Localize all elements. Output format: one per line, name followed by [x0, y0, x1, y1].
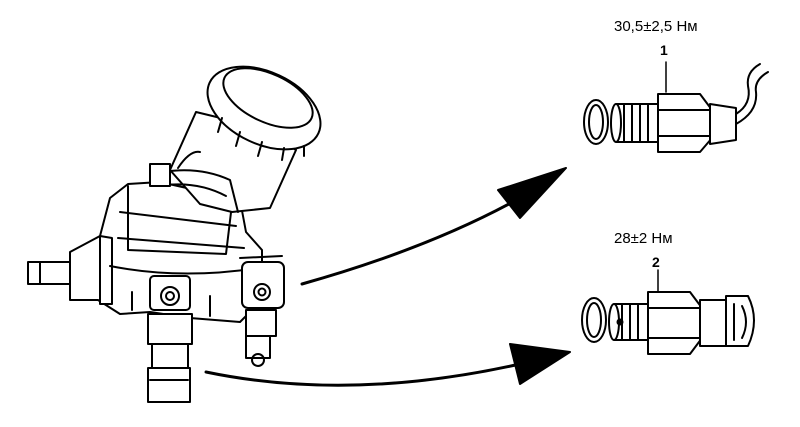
master-cylinder	[27, 181, 263, 323]
torque-label-2: 28±2 Нм	[614, 230, 673, 247]
callout-number-2: 2	[652, 254, 660, 270]
arrow-to-sensor-1	[300, 167, 567, 286]
arrow-to-sensor-2	[204, 343, 571, 387]
sensor-2	[581, 291, 755, 355]
callout-number-1: 1	[660, 42, 668, 58]
fluid-reservoir	[149, 65, 322, 213]
torque-label-1: 30,5±2,5 Нм	[614, 18, 698, 35]
side-outlet	[239, 255, 285, 367]
sensor-1	[583, 63, 769, 153]
lower-outlet	[147, 275, 193, 403]
